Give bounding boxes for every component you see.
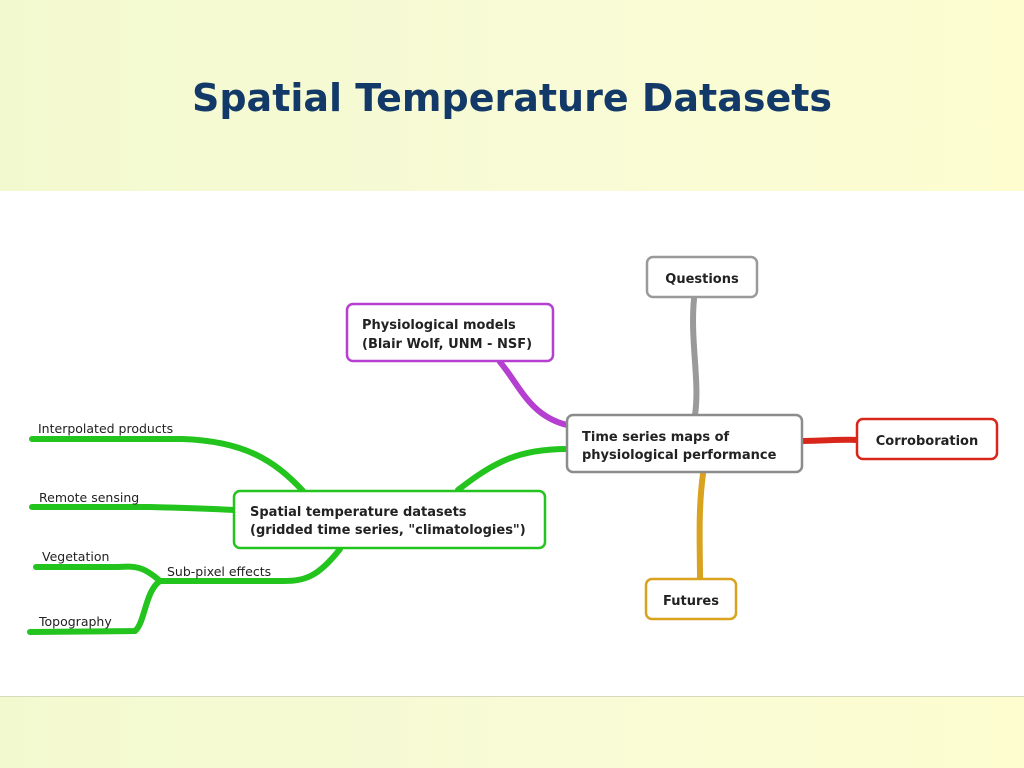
connector-physiological-models bbox=[497, 359, 570, 428]
node-corroboration[interactable]: Corroboration bbox=[855, 417, 999, 461]
node-questions[interactable]: Questions bbox=[645, 255, 759, 299]
node-central-line1: Time series maps of bbox=[582, 430, 730, 445]
leaf-remote-sensing: Remote sensing bbox=[39, 490, 139, 505]
node-corroboration-label: Corroboration bbox=[876, 434, 979, 449]
connector-remote-sensing bbox=[29, 504, 238, 513]
node-spatial-datasets-line2: (gridded time series, "climatologies") bbox=[250, 523, 526, 538]
connector-spatial-datasets bbox=[455, 446, 570, 493]
mindmap-panel: Questions Physiological models (Blair Wo… bbox=[0, 191, 1024, 697]
connector-topography bbox=[27, 578, 163, 635]
node-futures[interactable]: Futures bbox=[644, 577, 738, 621]
connector-corroboration bbox=[800, 436, 861, 444]
node-physiological-models[interactable]: Physiological models (Blair Wolf, UNM - … bbox=[345, 302, 555, 363]
connector-interpolated-products bbox=[29, 436, 306, 494]
node-central-line2: physiological performance bbox=[582, 448, 777, 463]
leaf-topography: Topography bbox=[38, 614, 112, 629]
node-physiological-models-line2: (Blair Wolf, UNM - NSF) bbox=[362, 337, 532, 352]
leaf-interpolated-products: Interpolated products bbox=[38, 421, 173, 436]
leaf-vegetation: Vegetation bbox=[42, 549, 109, 564]
connector-vegetation bbox=[33, 563, 163, 584]
node-central[interactable]: Time series maps of physiological perfor… bbox=[565, 413, 804, 474]
connector-sub-pixel-effects bbox=[157, 546, 343, 584]
node-futures-label: Futures bbox=[663, 594, 719, 609]
slide-title: Spatial Temperature Datasets bbox=[191, 76, 833, 120]
node-spatial-datasets-line1: Spatial temperature datasets bbox=[250, 505, 467, 520]
mindmap: Questions Physiological models (Blair Wo… bbox=[27, 255, 999, 635]
node-physiological-models-line1: Physiological models bbox=[362, 318, 516, 333]
node-questions-label: Questions bbox=[665, 272, 739, 287]
leaf-sub-pixel-effects: Sub-pixel effects bbox=[167, 564, 271, 579]
slide-header: Spatial Temperature Datasets bbox=[0, 0, 1024, 190]
node-spatial-datasets[interactable]: Spatial temperature datasets (gridded ti… bbox=[232, 489, 547, 550]
connector-futures bbox=[696, 471, 706, 582]
connector-questions bbox=[690, 296, 700, 418]
